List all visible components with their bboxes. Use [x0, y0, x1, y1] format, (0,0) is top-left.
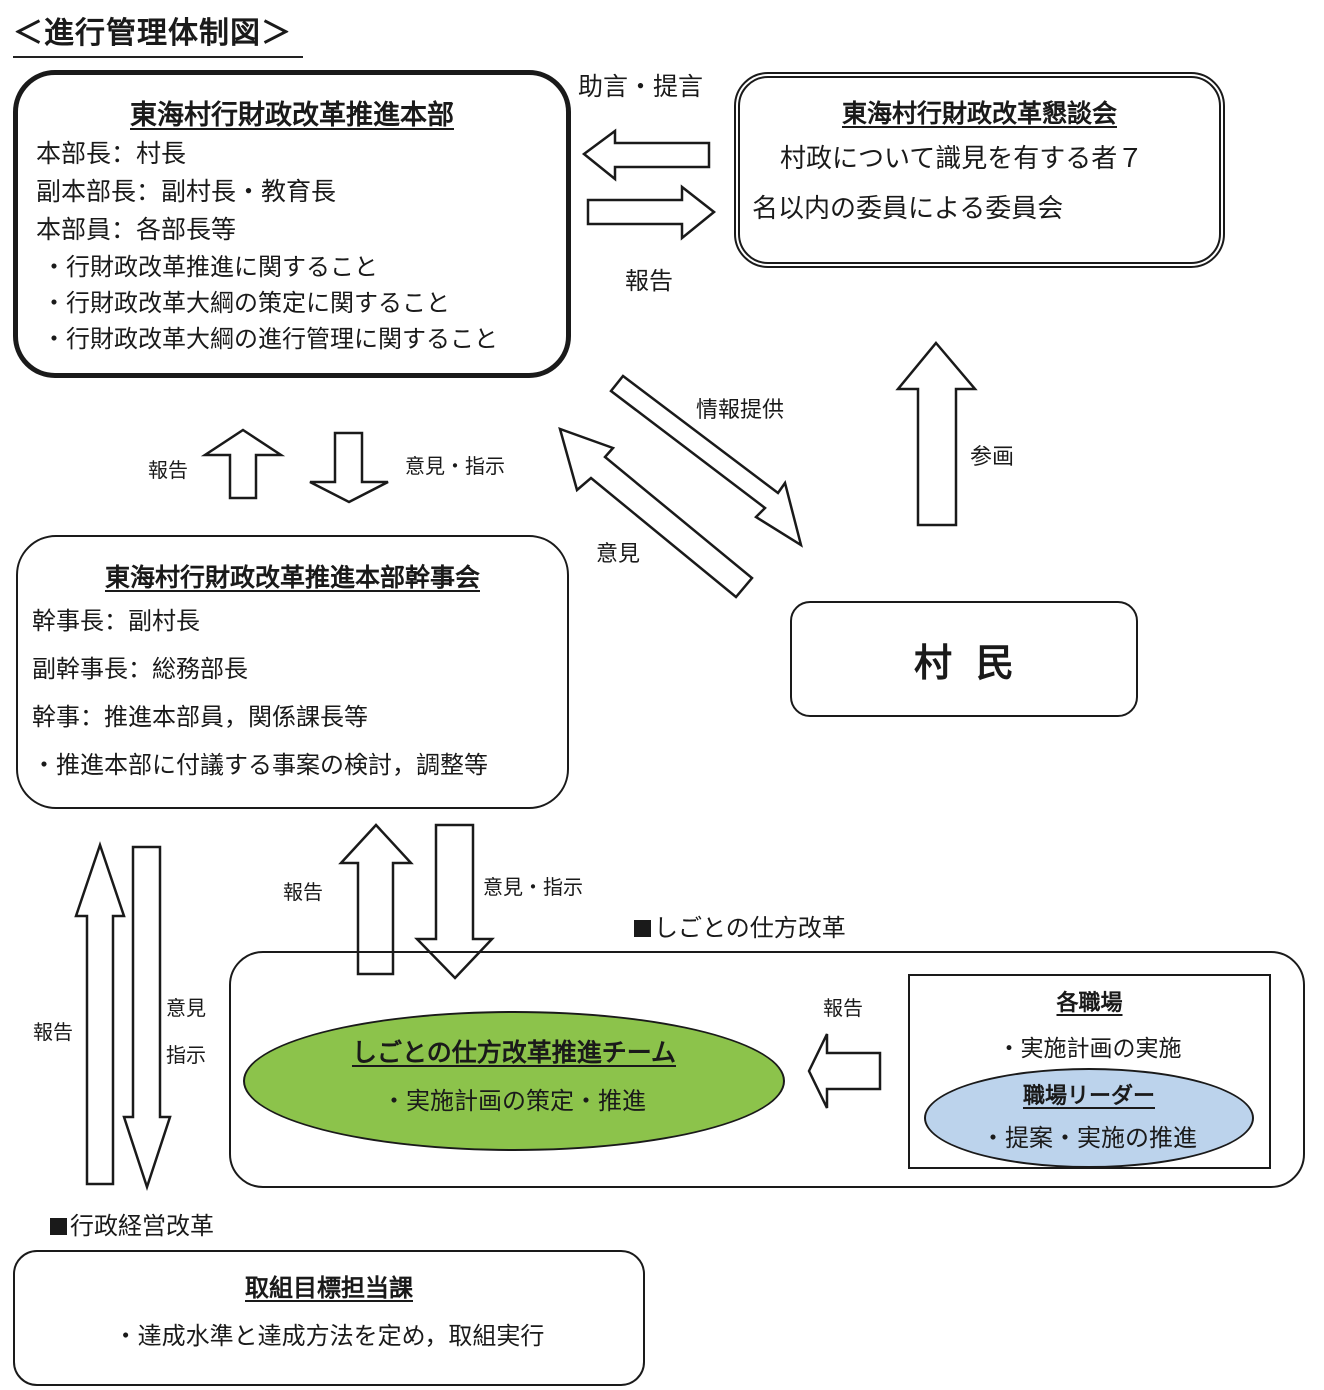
arrow-advice-left-icon	[581, 128, 711, 182]
label-report-target: 報告	[33, 1020, 73, 1044]
arrow-opinion-team-down-icon	[414, 823, 495, 980]
arrow-report-right-icon	[586, 184, 717, 241]
headquarters-bullet: ・行財政改革大綱の策定に関すること	[42, 289, 450, 317]
executive-line: 幹事：推進本部員，関係課長等	[32, 703, 368, 731]
executive-title: 東海村行財政改革推進本部幹事会	[104, 563, 480, 592]
label-report-team: 報告	[283, 880, 323, 904]
arrow-opinion-down-icon	[309, 431, 389, 504]
arrow-info-diagonal-icon	[609, 374, 803, 548]
label-participation: 参画	[970, 445, 1015, 470]
admin-reform-label-text: 行政経営改革	[70, 1212, 214, 1240]
label-instruction-target: 指示	[166, 1043, 206, 1067]
leader-line: ・提案・実施の推進	[981, 1124, 1197, 1152]
headquarters-line: 本部員：各部長等	[36, 215, 237, 244]
council-box: 東海村行財政改革懇談会 村政について識見を有する者７ 名以内の委員による委員会	[734, 72, 1225, 268]
executive-line: ・推進本部に付議する事案の検討，調整等	[32, 751, 488, 779]
label-info-provision: 情報提供	[696, 398, 785, 423]
headquarters-title: 東海村行財政改革推進本部	[130, 100, 454, 131]
arrow-report-team-up-icon	[338, 823, 414, 976]
label-report-workplace: 報告	[823, 996, 863, 1020]
workplace-title: 各職場	[1056, 991, 1123, 1016]
headquarters-bullet: ・行財政改革推進に関すること	[42, 253, 378, 281]
executive-box: 東海村行財政改革推進本部幹事会 幹事長：副村長 副幹事長：総務部長 幹事：推進本…	[16, 535, 569, 809]
executive-line: 幹事長：副村長	[32, 607, 200, 635]
arrow-report-workplace-left-icon	[807, 1033, 882, 1109]
council-line: 名以内の委員による委員会	[752, 194, 1064, 224]
target-dept-line: ・達成水準と達成方法を定め，取組実行	[113, 1322, 545, 1350]
council-title: 東海村行財政改革懇談会	[841, 99, 1117, 128]
workplace-box: 各職場 ・実施計画の実施	[908, 974, 1271, 1169]
workplace-line: ・実施計画の実施	[997, 1036, 1182, 1062]
team-line: ・実施計画の策定・推進	[382, 1087, 646, 1115]
label-opinion-instruction-hq: 意見・指示	[405, 454, 505, 478]
headquarters-line: 本部長：村長	[36, 139, 187, 168]
headquarters-line: 副本部長：副村長・教育長	[36, 177, 337, 206]
leader-title: 職場リーダー	[1022, 1084, 1155, 1109]
label-advice: 助言・提言	[578, 72, 704, 101]
square-bullet-icon	[50, 1218, 67, 1235]
arrow-participation-up-icon	[895, 341, 978, 527]
council-line: 村政について識見を有する者７	[780, 144, 1144, 174]
workplace-leader-ellipse: 職場リーダー ・提案・実施の推進	[924, 1068, 1254, 1168]
label-opinion-target: 意見	[166, 996, 206, 1020]
arrow-report-up-icon	[200, 428, 286, 500]
square-bullet-icon	[634, 920, 651, 937]
executive-line: 副幹事長：総務部長	[32, 655, 248, 683]
work-reform-box	[229, 951, 1305, 1188]
villagers-box: 村民	[790, 601, 1138, 717]
label-report-to-council: 報告	[625, 267, 673, 295]
arrow-opinion-diagonal-icon	[558, 427, 754, 599]
label-opinion-villagers: 意見	[596, 542, 641, 567]
arrow-report-long-up-icon	[74, 841, 126, 1186]
page-title: ＜進行管理体制図＞	[13, 14, 303, 58]
work-reform-label-text: しごとの仕方改革	[654, 914, 846, 942]
arrow-opinion-long-down-icon	[122, 845, 172, 1192]
label-opinion-instruction-team: 意見・指示	[483, 875, 583, 899]
admin-reform-section-label: 行政経営改革	[50, 1211, 214, 1241]
work-reform-section-label: しごとの仕方改革	[634, 913, 846, 943]
work-reform-team-ellipse: しごとの仕方改革推進チーム ・実施計画の策定・推進	[243, 1011, 785, 1151]
headquarters-bullet: ・行財政改革大綱の進行管理に関すること	[42, 325, 498, 353]
team-title: しごとの仕方改革推進チーム	[351, 1038, 676, 1067]
target-dept-box: 取組目標担当課 ・達成水準と達成方法を定め，取組実行	[13, 1250, 645, 1386]
villagers-title: 村民	[913, 640, 1038, 685]
target-dept-title: 取組目標担当課	[245, 1274, 413, 1302]
headquarters-box: 東海村行財政改革推進本部 本部長：村長 副本部長：副村長・教育長 本部員：各部長…	[13, 70, 571, 378]
label-report-exec-to-hq: 報告	[148, 458, 188, 482]
